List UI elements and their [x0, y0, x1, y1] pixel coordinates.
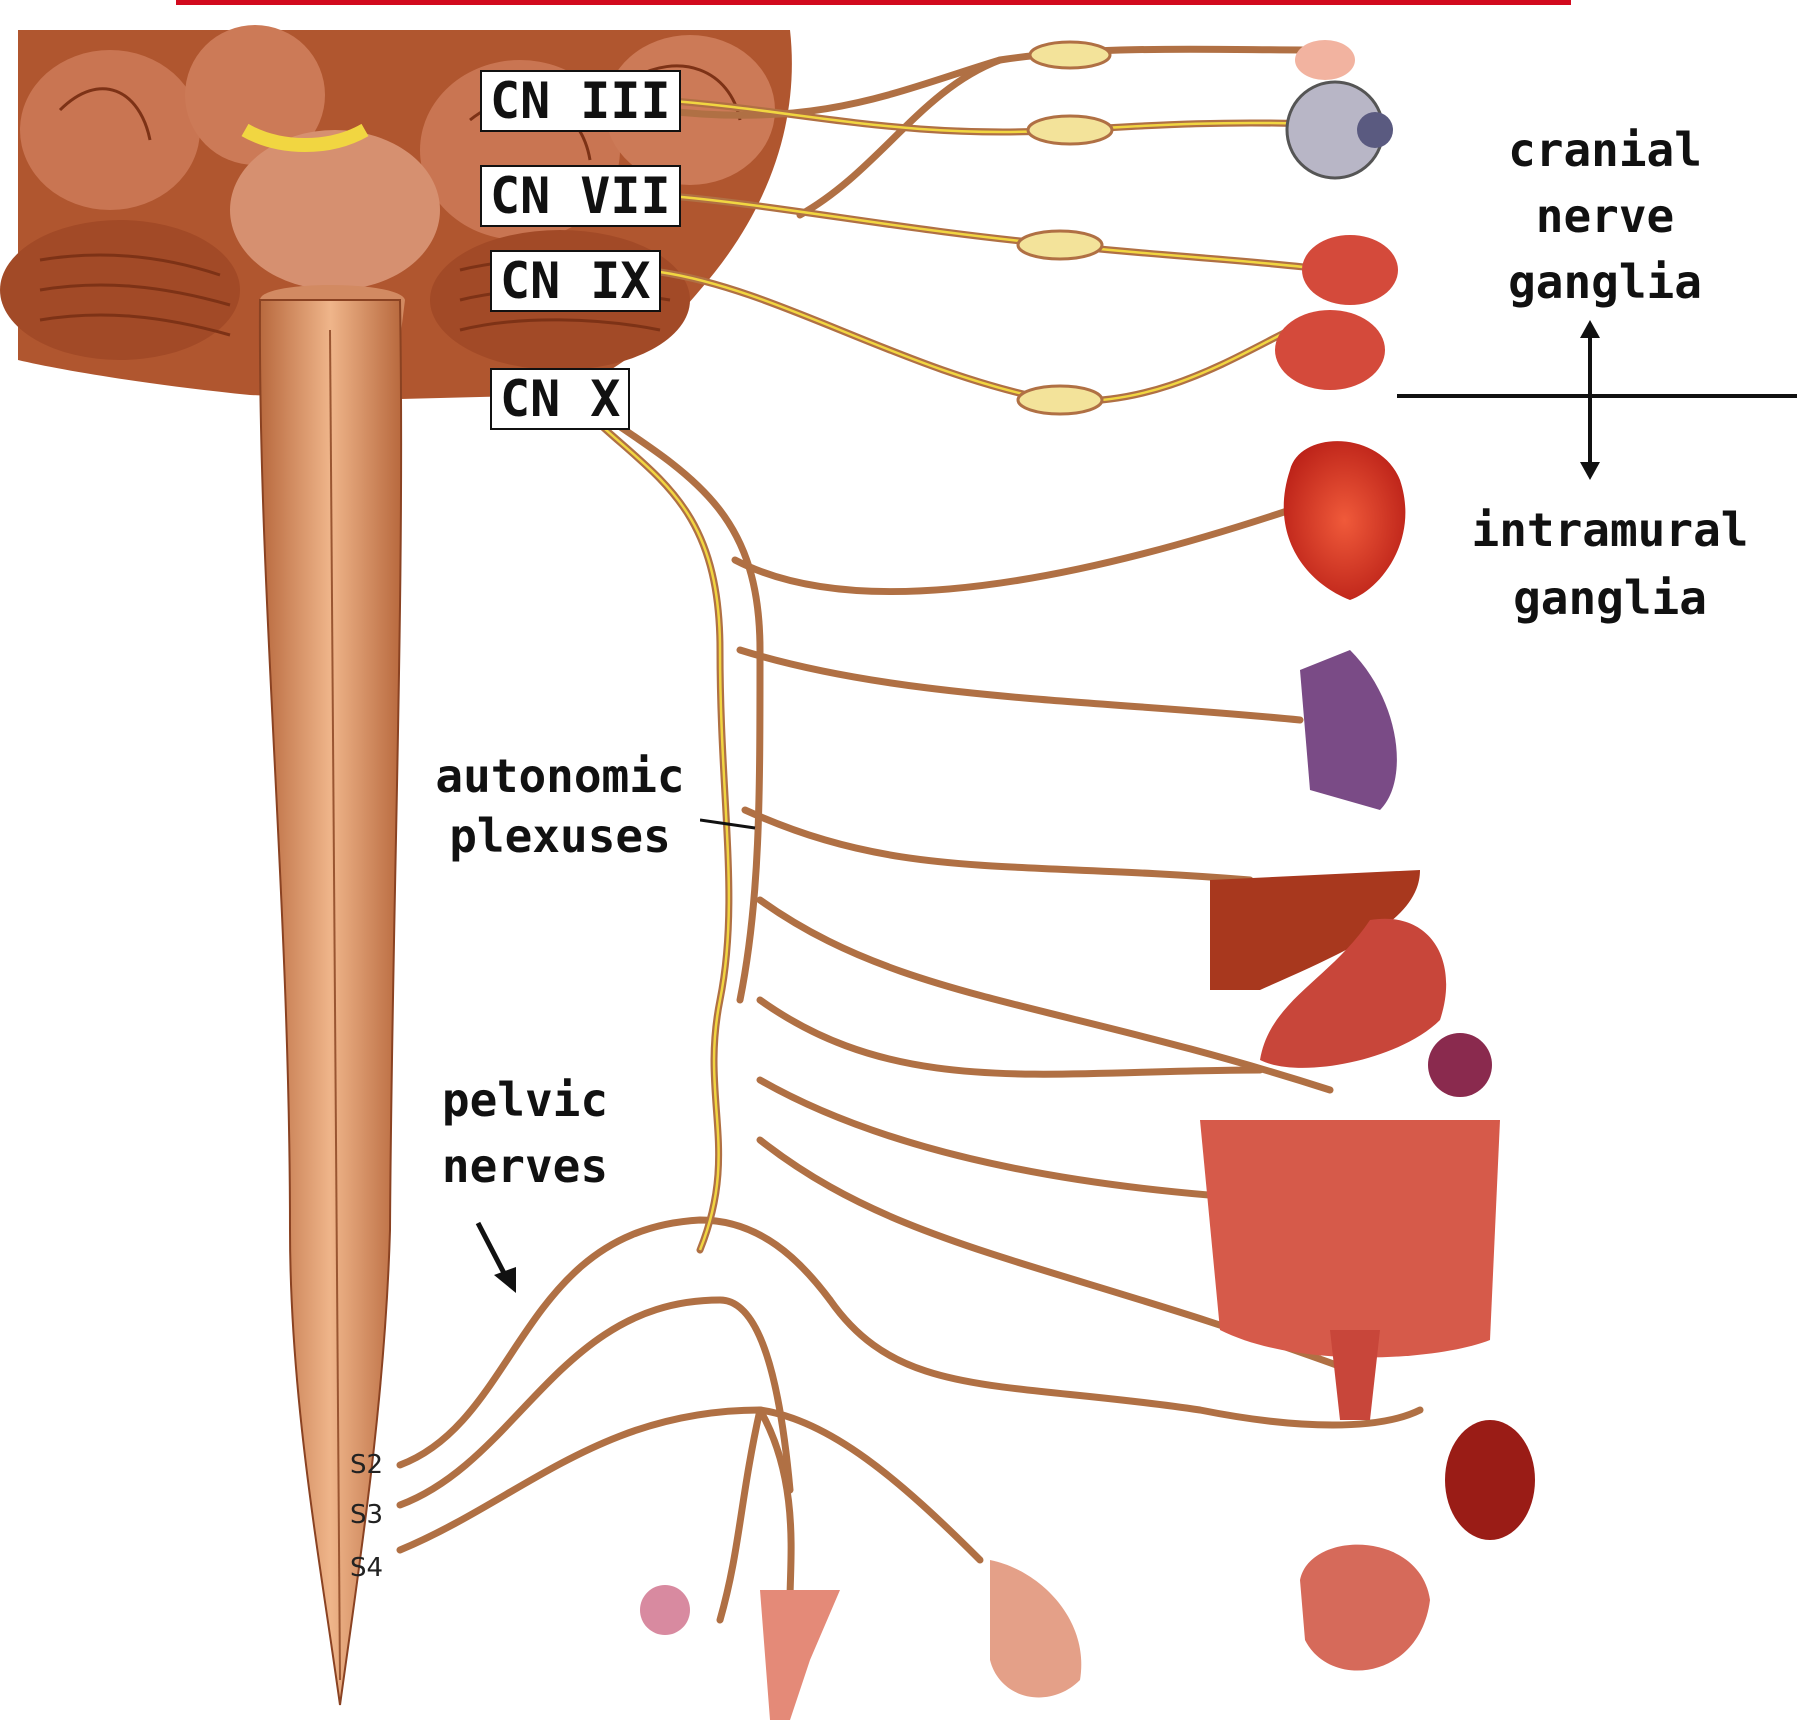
autonomic-line1: autonomic [410, 748, 710, 804]
intramural-line1: intramural [1450, 502, 1770, 558]
autonomic-pointer [700, 800, 760, 840]
cn3-label: CN III [480, 70, 681, 132]
autonomic-line2: plexuses [410, 808, 710, 864]
cn9-label: CN IX [490, 250, 661, 312]
cranial-line2: nerve [1490, 188, 1720, 244]
s2-label: S2 [350, 1450, 383, 1480]
cranial-ganglia [1018, 42, 1112, 414]
cranial-line3: ganglia [1490, 254, 1720, 310]
pelvic-line1: pelvic [410, 1072, 640, 1128]
pelvic-arrow [470, 1215, 530, 1295]
cn7-label: CN VII [480, 165, 681, 227]
pelvic-line2: nerves [410, 1138, 640, 1194]
s4-label: S4 [350, 1553, 383, 1583]
cranial-line1: cranial [1490, 122, 1720, 178]
divider-arrow [1390, 320, 1797, 480]
s3-label: S3 [350, 1500, 383, 1530]
organs [640, 40, 1535, 1720]
intramural-line2: ganglia [1450, 570, 1770, 626]
cn10-label: CN X [490, 368, 630, 430]
